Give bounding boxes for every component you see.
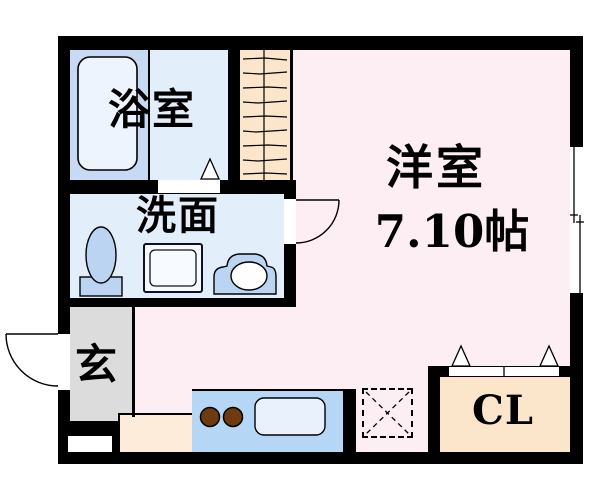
wall-washroom-bottom	[58, 298, 296, 307]
wall-kitchen-right	[343, 389, 356, 452]
exterior-notch	[68, 436, 112, 452]
kitchen-floor	[118, 413, 192, 452]
wall-right-upper	[570, 36, 583, 147]
entrance-divider-line	[132, 307, 135, 417]
wall-notch-column	[112, 436, 118, 452]
bathroom-label: 浴室	[107, 85, 196, 134]
closet-floor	[440, 377, 571, 452]
bathroom-door-panel	[158, 180, 220, 193]
wall-bottom	[58, 452, 583, 464]
wall-top	[58, 36, 583, 50]
entrance-floor	[70, 307, 132, 421]
wall-right-lower	[570, 293, 583, 452]
bathtub-divider-line	[148, 50, 150, 180]
window-icon	[570, 147, 583, 293]
wall-under-entrance	[58, 421, 118, 436]
washroom-label: 洗面	[136, 192, 220, 239]
closet-label: CL	[472, 387, 534, 434]
wall-closet-left	[428, 377, 440, 452]
main-room-area-label: 7.10帖	[374, 205, 530, 258]
main-room-label: 洋室	[386, 141, 486, 196]
closet-door-panel	[448, 366, 560, 377]
refrigerator-space-icon	[362, 388, 413, 438]
entry-door-opening	[57, 334, 70, 390]
entrance-label: 玄	[74, 340, 117, 389]
wall-bathroom-right	[228, 50, 240, 194]
ladder-right-line	[290, 50, 293, 180]
washroom-door-opening	[284, 199, 296, 244]
kitchen-counter	[192, 389, 343, 452]
